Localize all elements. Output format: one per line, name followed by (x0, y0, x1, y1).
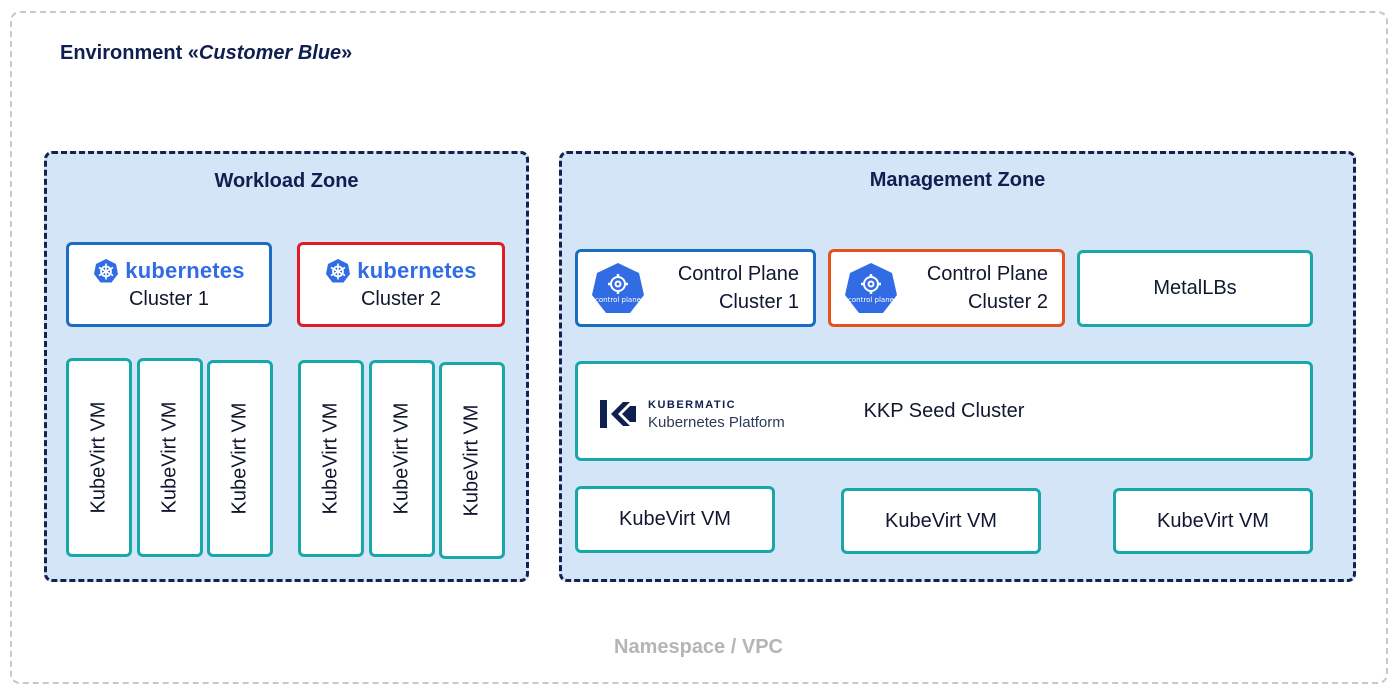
mgmt-kubevirt-vm-1[interactable]: KubeVirt VM (575, 486, 775, 553)
metallb-card[interactable]: MetalLBs (1077, 250, 1313, 327)
svg-text:control plane: control plane (848, 296, 894, 304)
kubermatic-icon (600, 400, 636, 428)
kubernetes-icon (326, 259, 351, 283)
control-plane-cluster-1-card[interactable]: control plane Control Plane Cluster 1 (575, 249, 816, 327)
mgmt-kubevirt-vm-2[interactable]: KubeVirt VM (841, 488, 1041, 554)
control-plane-icon: control plane (845, 263, 897, 313)
kubevirt-vm-5[interactable]: KubeVirt VM (369, 360, 435, 557)
cluster-label: Cluster 1 (128, 288, 210, 310)
svg-text:control plane: control plane (595, 296, 641, 304)
kubermatic-brand: KUBERMATIC (648, 399, 737, 411)
k8s-logo: kubernetes (93, 258, 244, 284)
k8s-cluster-2-card[interactable]: kubernetes Cluster 2 (297, 242, 505, 327)
control-plane-cluster-2-card[interactable]: control plane Control Plane Cluster 2 (828, 249, 1065, 327)
kubevirt-vm-4[interactable]: KubeVirt VM (298, 360, 364, 557)
workload-zone-title: Workload Zone (214, 170, 359, 192)
environment-title: Environment «Customer Blue» (60, 42, 353, 64)
kubevirt-vm-1[interactable]: KubeVirt VM (66, 358, 132, 557)
environment-boundary (10, 11, 1388, 684)
kkp-seed-cluster-card[interactable]: KUBERMATIC Kubernetes Platform KKP Seed … (575, 361, 1313, 461)
kubevirt-vm-2[interactable]: KubeVirt VM (137, 358, 203, 557)
k8s-wordmark: kubernetes (357, 258, 477, 283)
mgmt-kubevirt-vm-3[interactable]: KubeVirt VM (1113, 488, 1313, 554)
kubernetes-icon (94, 259, 119, 283)
control-plane-label: Control Plane Cluster 2 (926, 263, 1048, 313)
k8s-logo: kubernetes (325, 258, 476, 284)
kubermatic-subtitle: Kubernetes Platform (648, 414, 785, 431)
namespace-label: Namespace / VPC (614, 636, 783, 658)
k8s-cluster-1-card[interactable]: kubernetes Cluster 1 (66, 242, 272, 327)
kkp-seed-label: KKP Seed Cluster (863, 399, 1025, 422)
kubevirt-vm-6[interactable]: KubeVirt VM (439, 362, 505, 559)
k8s-wordmark: kubernetes (125, 258, 245, 283)
kubevirt-vm-3[interactable]: KubeVirt VM (207, 360, 273, 557)
control-plane-label: Control Plane Cluster 1 (677, 263, 799, 313)
kubermatic-logo: KUBERMATIC Kubernetes Platform (600, 396, 785, 432)
management-zone-title: Management Zone (869, 169, 1046, 191)
control-plane-icon: control plane (592, 263, 644, 313)
metallb-label: MetalLBs (1153, 277, 1237, 299)
cluster-label: Cluster 2 (360, 288, 442, 310)
